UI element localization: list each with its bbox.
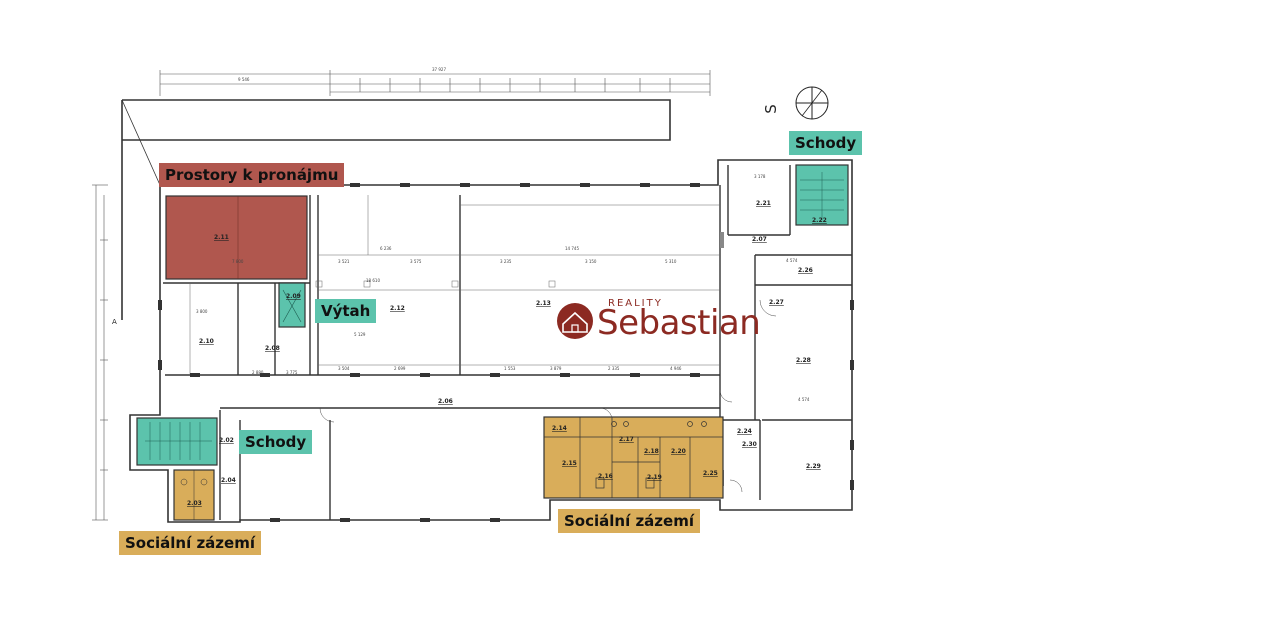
label-stairs-top: Schody: [789, 131, 863, 155]
dim-3775: 3 775: [286, 370, 298, 375]
dim-5129: 5 129: [354, 332, 366, 337]
room-2-13: 2.13: [536, 300, 551, 307]
lift-cross: [282, 289, 302, 323]
room-2-18: 2.18: [644, 448, 659, 455]
compass-south-label: S: [761, 104, 780, 114]
dim-18610: 18 610: [366, 278, 380, 283]
dim-14745: 14 745: [565, 246, 579, 251]
dim-2699: 2 699: [394, 366, 406, 371]
room-2-30: 2.30: [742, 441, 757, 448]
stairs-left-treads: [145, 422, 212, 460]
room-2-20: 2.20: [671, 448, 686, 455]
section-marker-a: A: [112, 318, 117, 326]
dim-left: 9 546: [238, 77, 250, 82]
dim-3150: 3 150: [585, 259, 597, 264]
room-2-22: 2.22: [812, 217, 827, 224]
room-2-29: 2.29: [806, 463, 821, 470]
dim-5310: 5 310: [665, 259, 677, 264]
dim-4574-a: 4 574: [786, 258, 798, 263]
logo-reality-text: REALITY: [608, 298, 663, 309]
door-swings: [319, 299, 777, 493]
dim-7800: 7 800: [232, 259, 244, 264]
room-2-14: 2.14: [552, 425, 567, 432]
room-2-08: 2.08: [265, 345, 280, 352]
room-2-21: 2.21: [756, 200, 771, 207]
room-2-15: 2.15: [562, 460, 577, 467]
house-logo-icon: [557, 303, 593, 339]
room-2-25: 2.25: [703, 470, 718, 477]
interior-walls: [163, 165, 852, 520]
room-2-16: 2.16: [598, 473, 613, 480]
partition-lines: [189, 195, 720, 375]
left-dimension-lines: [92, 184, 108, 521]
label-rental-space: Prostory k pronájmu: [159, 163, 345, 187]
social-right-partitions: [544, 417, 723, 498]
room-2-27: 2.27: [769, 299, 784, 306]
label-stairs-left: Schody: [239, 430, 313, 454]
room-2-04: 2.04: [221, 477, 236, 484]
dim-3235: 3 235: [500, 259, 512, 264]
room-2-03: 2.03: [187, 500, 202, 507]
compass-icon: [795, 86, 829, 120]
room-2-12: 2.12: [390, 305, 405, 312]
dim-3521: 3 521: [338, 259, 350, 264]
dim-3575: 3 575: [410, 259, 422, 264]
lift-shaft-fill: [278, 282, 306, 328]
room-2-28: 2.28: [796, 357, 811, 364]
logo-brand-text: Sebastian: [597, 303, 761, 343]
dim-total: 37 927: [432, 67, 446, 72]
label-social-right: Sociální zázemí: [558, 509, 700, 533]
room-2-10: 2.10: [199, 338, 214, 345]
top-dimension-lines: [159, 70, 711, 96]
dim-3504: 3 504: [338, 366, 350, 371]
room-2-17: 2.17: [619, 436, 634, 443]
dim-2335: 2 335: [608, 366, 620, 371]
dim-3879: 3 879: [550, 366, 562, 371]
dim-1553: 1 553: [504, 366, 516, 371]
room-2-19: 2.19: [647, 474, 662, 481]
label-social-left: Sociální zázemí: [119, 531, 261, 555]
social-left-fixtures: [180, 470, 208, 520]
dim-4946: 4 946: [670, 366, 682, 371]
room-2-26: 2.26: [798, 267, 813, 274]
stairs-top-treads: [800, 172, 844, 220]
room-2-24: 2.24: [737, 428, 752, 435]
building-outline: [121, 99, 853, 523]
room-2-02: 2.02: [219, 437, 234, 444]
rental-area-fill: [165, 195, 308, 280]
dim-3178: 3 178: [754, 174, 766, 179]
dim-4574-b: 4 574: [798, 397, 810, 402]
room-2-07: 2.07: [752, 236, 767, 243]
label-lift: Výtah: [315, 299, 377, 323]
dim-2880: 2 880: [252, 370, 264, 375]
room-2-06: 2.06: [438, 398, 453, 405]
stairs-left-fill: [136, 417, 218, 466]
dim-6236: 6 236: [380, 246, 392, 251]
room-2-09: 2.09: [286, 293, 301, 300]
room-2-11: 2.11: [214, 234, 229, 241]
dim-3800: 3 800: [196, 309, 208, 314]
social-right-fill: [543, 416, 724, 499]
